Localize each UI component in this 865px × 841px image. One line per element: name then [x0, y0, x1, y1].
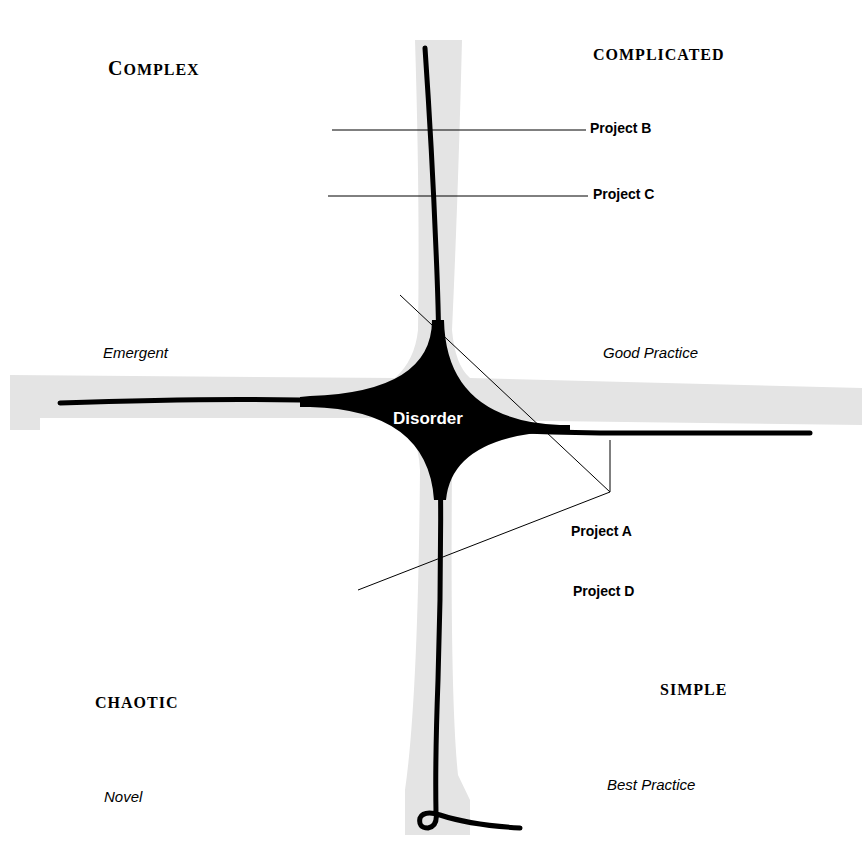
- project-label: Project D: [573, 584, 634, 599]
- leader-lines: [328, 130, 610, 590]
- grey-band: [10, 40, 862, 835]
- disorder-region: Disorder: [393, 409, 463, 429]
- project-label: Project B: [590, 121, 651, 136]
- project-label: Project C: [593, 187, 654, 202]
- project-label: Project A: [571, 524, 632, 539]
- practice-label: Best Practice: [607, 777, 695, 794]
- practice-label: Novel: [104, 789, 142, 806]
- region-name: Disorder: [393, 409, 463, 429]
- domain-name: SIMPLE: [660, 681, 727, 699]
- practice-label: Emergent: [103, 345, 168, 362]
- disorder-blob: [300, 320, 570, 500]
- domain-name: COMPLICATED: [593, 46, 725, 64]
- domain-name: CHAOTIC: [95, 694, 178, 712]
- practice-label: Good Practice: [603, 345, 698, 362]
- domain-boundaries: [60, 48, 810, 828]
- domain-name: COMPLEX: [108, 57, 200, 79]
